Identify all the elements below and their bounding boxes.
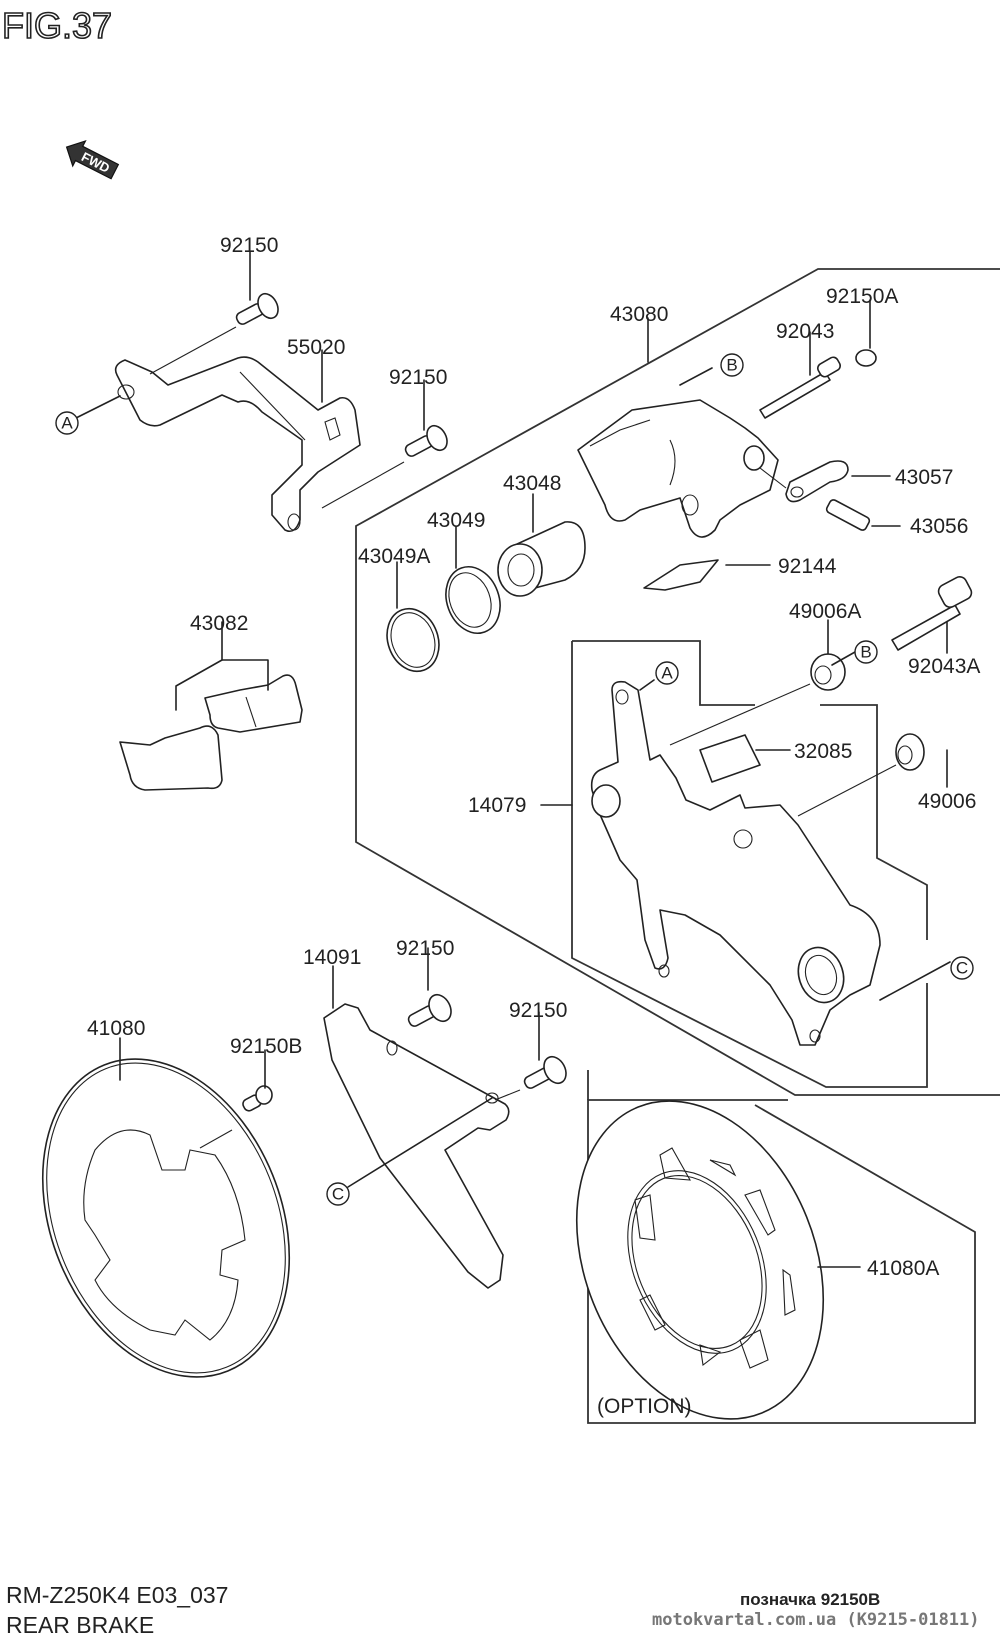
leader-lines <box>75 251 951 1268</box>
caliper-holder-14079-drawing <box>590 680 881 1046</box>
section-name: REAR BRAKE <box>6 1612 155 1638</box>
ref-mark-c-guard: C <box>326 1182 350 1206</box>
label-92043A: 92043A <box>908 655 980 678</box>
label-43057: 43057 <box>895 466 953 489</box>
label-41080A: 41080A <box>867 1257 939 1280</box>
part-note: позначка 92150B <box>740 1590 881 1609</box>
label-92150-mid: 92150 <box>389 366 447 389</box>
clip-32085-drawing <box>699 734 761 783</box>
ref-mark-a-holder: A <box>655 661 679 685</box>
model-code: RM-Z250K4 E03_037 <box>6 1582 229 1608</box>
bolt-92150-mid-drawing <box>321 424 448 509</box>
label-43082: 43082 <box>190 612 248 635</box>
forward-direction-arrow-icon: FWD <box>65 139 120 180</box>
label-92150-guard-lower: 92150 <box>509 999 567 1022</box>
bolt-92150-guard-lower-drawing <box>494 1055 567 1101</box>
label-55020: 55020 <box>287 336 345 359</box>
ref-mark-c-holder: C <box>950 956 974 980</box>
label-43080: 43080 <box>610 303 668 326</box>
label-43049: 43049 <box>427 509 485 532</box>
option-frame <box>587 1099 976 1424</box>
svg-text:B: B <box>726 356 737 375</box>
option-label: (OPTION) <box>597 1395 692 1418</box>
disc-bolt-92150B-drawing <box>242 1085 273 1112</box>
caliper-holder-frame-right <box>820 704 928 940</box>
svg-text:A: A <box>61 414 73 433</box>
svg-text:B: B <box>860 643 871 662</box>
ref-mark-b-pin: B <box>854 640 878 664</box>
bolt-92150-guard-upper-drawing <box>407 993 452 1027</box>
label-41080: 41080 <box>87 1017 145 1040</box>
label-43056: 43056 <box>910 515 968 538</box>
bolt-92150-top-drawing <box>149 292 279 375</box>
label-14091: 14091 <box>303 946 361 969</box>
piston-43048-drawing <box>497 521 586 597</box>
seal-43049-drawing <box>445 566 501 634</box>
pin-92043-drawing <box>759 356 841 419</box>
ref-mark-b-caliper: B <box>720 353 744 377</box>
spring-92144-drawing <box>643 559 719 591</box>
label-49006: 49006 <box>918 790 976 813</box>
figure-title: FIG.37 <box>2 5 112 46</box>
caliper-body-drawing <box>577 399 779 538</box>
brake-disc-41080A-drawing <box>575 1100 825 1420</box>
label-43049A: 43049A <box>358 545 430 568</box>
label-92150B: 92150B <box>230 1035 302 1058</box>
svg-text:C: C <box>956 959 968 978</box>
bleeder-cap-43057-drawing <box>759 460 849 503</box>
boot-49006-drawing <box>797 733 925 817</box>
brake-disc-41080-drawing <box>41 1058 291 1378</box>
caliper-holder-frame-top <box>572 640 755 706</box>
label-14079: 14079 <box>468 794 526 817</box>
svg-text:C: C <box>332 1185 344 1204</box>
label-49006A: 49006A <box>789 600 861 623</box>
disc-guard-14091-drawing <box>323 1003 510 1289</box>
brake-pads-43082-drawing <box>119 674 303 791</box>
caliper-holder-frame <box>571 641 928 1088</box>
source-watermark: motokvartal.com.ua (K9215-01811) <box>652 1610 980 1630</box>
label-32085: 32085 <box>794 740 852 763</box>
cap-92150A-drawing <box>855 349 877 367</box>
label-92043: 92043 <box>776 320 834 343</box>
fwd-label: FWD <box>79 149 112 176</box>
label-43048: 43048 <box>503 472 561 495</box>
pin-92043A-drawing <box>891 576 973 651</box>
label-92150A: 92150A <box>826 285 898 308</box>
boot-49006A-drawing <box>669 653 846 746</box>
caliper-assembly-frame <box>355 268 1000 1096</box>
ref-mark-a-bracket: A <box>55 411 79 435</box>
label-92150-guard-upper: 92150 <box>396 937 454 960</box>
bleeder-valve-43056-drawing <box>825 499 871 531</box>
seal-43049A-drawing <box>386 607 440 673</box>
label-92144: 92144 <box>778 555 837 578</box>
label-92150-top: 92150 <box>220 234 278 257</box>
svg-text:A: A <box>661 664 673 683</box>
bracket-55020-drawing <box>114 356 361 533</box>
